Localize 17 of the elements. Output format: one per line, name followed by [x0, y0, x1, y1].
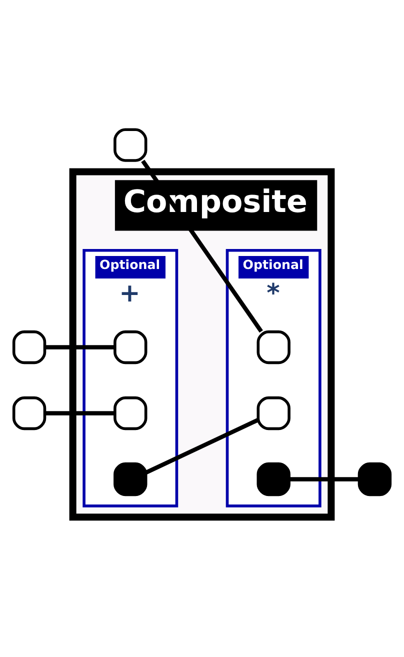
connector	[145, 418, 259, 474]
connector	[44, 344, 115, 349]
node-box	[114, 128, 148, 162]
node-box	[114, 396, 148, 430]
cluster: Optional *	[226, 248, 322, 507]
node-box	[114, 462, 148, 496]
cluster: Optional +	[82, 248, 178, 507]
node-box	[256, 330, 290, 364]
node-box	[12, 330, 46, 364]
connector	[44, 410, 115, 415]
node-box	[114, 330, 148, 364]
node-box	[256, 396, 290, 430]
connector	[289, 476, 360, 481]
node-box	[12, 396, 46, 430]
node-box	[358, 462, 392, 496]
connector	[141, 159, 263, 332]
node-box	[256, 462, 290, 496]
